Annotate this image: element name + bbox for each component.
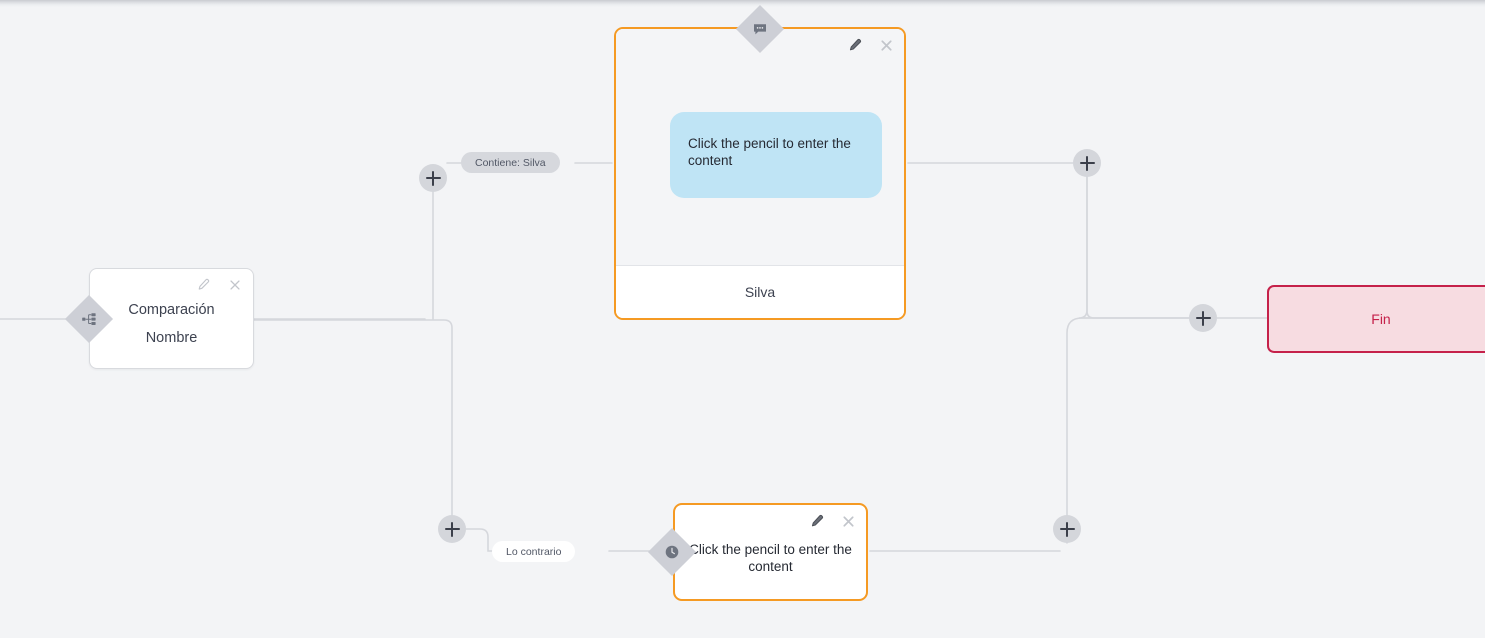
- message-bubble[interactable]: Click the pencil to enter the content: [670, 112, 882, 198]
- node-comparacion-body: Comparación Nombre: [90, 269, 253, 368]
- edge-label-lo-contrario[interactable]: Lo contrario: [492, 541, 576, 562]
- node-message-actions: [846, 37, 894, 53]
- node-wait-text: Click the pencil to enter the content: [689, 541, 852, 574]
- node-comparacion-subtitle: Nombre: [145, 329, 198, 346]
- message-bubble-icon: [751, 20, 769, 38]
- close-icon[interactable]: [878, 37, 894, 53]
- edge-bottom-merge: [1066, 317, 1190, 544]
- node-wait-actions: [808, 513, 856, 529]
- add-node-button-message-out[interactable]: [1073, 149, 1101, 177]
- node-message-footer: Silva: [616, 265, 904, 318]
- node-comparacion-title: Comparación: [128, 301, 215, 318]
- close-icon[interactable]: [840, 513, 856, 529]
- node-wait-handle[interactable]: [647, 527, 697, 577]
- node-message-body: Click the pencil to enter the content: [616, 29, 904, 266]
- node-message-handle[interactable]: [735, 4, 785, 54]
- add-node-button-bottom-branch[interactable]: [438, 515, 466, 543]
- edge-riser-bottom: [253, 319, 453, 516]
- node-wait[interactable]: Click the pencil to enter the content: [673, 503, 868, 601]
- pencil-icon[interactable]: [808, 513, 824, 529]
- add-node-button-top-branch[interactable]: [419, 164, 447, 192]
- add-node-button-fin-in[interactable]: [1189, 304, 1217, 332]
- pencil-icon[interactable]: [195, 277, 211, 293]
- node-comparacion-actions: [195, 277, 243, 293]
- node-fin[interactable]: Fin: [1267, 285, 1485, 353]
- node-comparacion-handle[interactable]: [64, 294, 114, 344]
- edge-top-merge: [1078, 176, 1190, 319]
- clock-icon: [663, 543, 681, 561]
- add-node-button-wait-out[interactable]: [1053, 515, 1081, 543]
- edge-bottom-plus-to-label: [465, 528, 493, 552]
- branch-icon: [80, 310, 98, 328]
- node-comparacion[interactable]: Comparación Nombre: [89, 268, 254, 369]
- edge-top-merge-b: [1086, 176, 1190, 319]
- pencil-icon[interactable]: [846, 37, 862, 53]
- edge-label-contiene[interactable]: Contiene: Silva: [461, 152, 560, 173]
- node-message[interactable]: Click the pencil to enter the content Si…: [614, 27, 906, 320]
- close-icon[interactable]: [227, 277, 243, 293]
- top-shadow-strip: [0, 0, 1485, 7]
